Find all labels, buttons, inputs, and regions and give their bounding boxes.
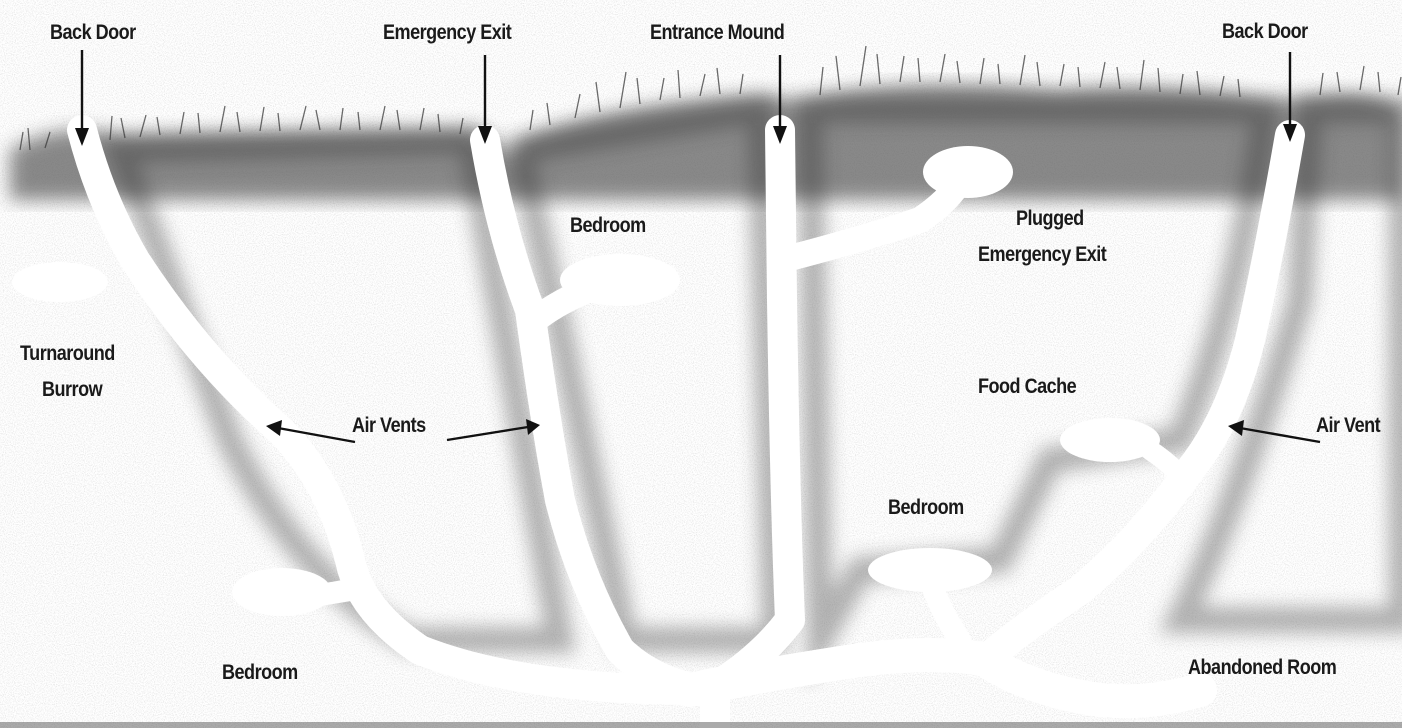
label-back-door-right: Back Door — [1222, 19, 1308, 45]
label-food-cache: Food Cache — [978, 374, 1076, 400]
label-entrance-mound: Entrance Mound — [650, 20, 784, 46]
label-turnaround-line1: Turnaround — [20, 341, 115, 367]
label-bedroom-middle: Bedroom — [888, 495, 964, 521]
label-plugged-line1: Plugged — [1016, 206, 1084, 232]
label-emergency-exit: Emergency Exit — [383, 20, 511, 46]
label-back-door-left: Back Door — [50, 20, 136, 46]
label-plugged-line2: Emergency Exit — [978, 242, 1106, 268]
chamber-bedroom-upper — [560, 254, 680, 306]
label-air-vents: Air Vents — [352, 413, 426, 439]
label-bedroom-lower-left: Bedroom — [222, 660, 298, 686]
label-bedroom-upper: Bedroom — [570, 213, 646, 239]
chamber-turnaround — [12, 262, 108, 302]
chamber-bedroom-lower-left — [232, 568, 332, 616]
label-air-vent-right: Air Vent — [1316, 413, 1380, 439]
label-turnaround-line2: Burrow — [42, 377, 102, 403]
label-abandoned-room: Abandoned Room — [1188, 655, 1336, 681]
chamber-plugged-exit — [923, 146, 1013, 198]
chamber-food-cache — [1060, 418, 1160, 462]
chamber-bedroom-middle — [868, 548, 992, 592]
